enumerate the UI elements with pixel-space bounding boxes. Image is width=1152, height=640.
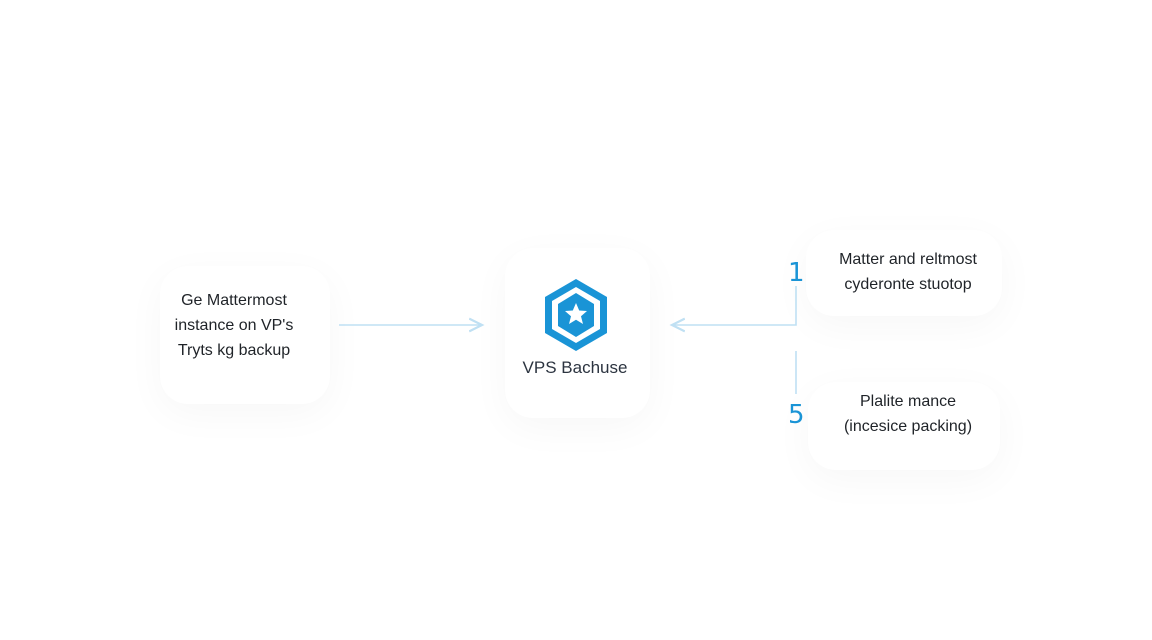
right-top-number: 1: [788, 258, 805, 288]
right-top-line-1: Matter and reltmost: [839, 251, 977, 268]
left-node-line-2: instance on VP's: [174, 317, 294, 334]
left-node-card: [160, 266, 330, 404]
right-top-node-text: Matter and reltmost cyderonte stuotop: [818, 247, 998, 297]
right-bottom-line-1: Plalite mance: [859, 393, 957, 410]
right-bottom-node-card: [808, 382, 1000, 470]
left-node-text: Ge Mattermost instance on VP's Tryts kg …: [154, 288, 314, 363]
right-top-node-card: [806, 230, 1002, 316]
right-top-line-2: cyderonte stuotop: [844, 276, 972, 293]
left-node-line-1: Ge Mattermost: [181, 292, 287, 309]
right-bottom-line-2: (incesice packing): [843, 418, 973, 435]
right-bottom-number: 5: [788, 400, 805, 430]
left-node-line-3: Tryts kg backup: [177, 342, 291, 359]
center-node-label: VPS Bachuse: [522, 358, 628, 377]
star-hexagon-icon: [536, 275, 616, 355]
right-to-center-arrow: [672, 286, 797, 325]
right-bottom-node-text: Plalite mance (incesice packing): [820, 389, 996, 439]
